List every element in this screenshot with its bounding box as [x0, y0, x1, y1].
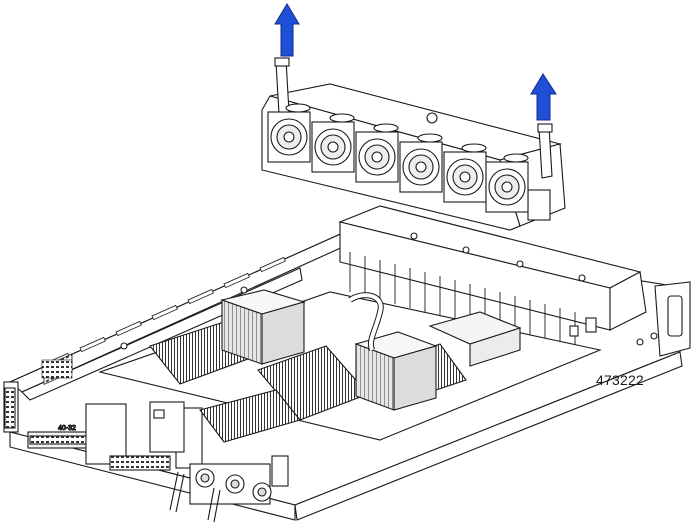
lift-arrow-left-icon	[274, 3, 300, 57]
front-drive-bays	[3, 381, 289, 523]
heatsink-cpu1	[220, 289, 306, 365]
power-supply	[654, 281, 691, 357]
small-board-label: 40-32	[58, 425, 76, 432]
fan-cage-module	[261, 57, 566, 231]
fan-4-icon	[399, 112, 443, 193]
lift-arrow-right-icon	[530, 73, 557, 121]
server-chassis: 40-32	[3, 205, 691, 523]
figure-id-label: 473222	[596, 372, 644, 388]
fan-5-icon	[443, 143, 487, 203]
fan-6-icon	[485, 153, 529, 213]
fan-3-icon	[355, 123, 399, 183]
heatsink-cpu2	[354, 331, 438, 411]
riser-card-front	[149, 389, 301, 453]
fan-2-icon	[311, 113, 355, 173]
fan-1-icon	[267, 103, 311, 163]
